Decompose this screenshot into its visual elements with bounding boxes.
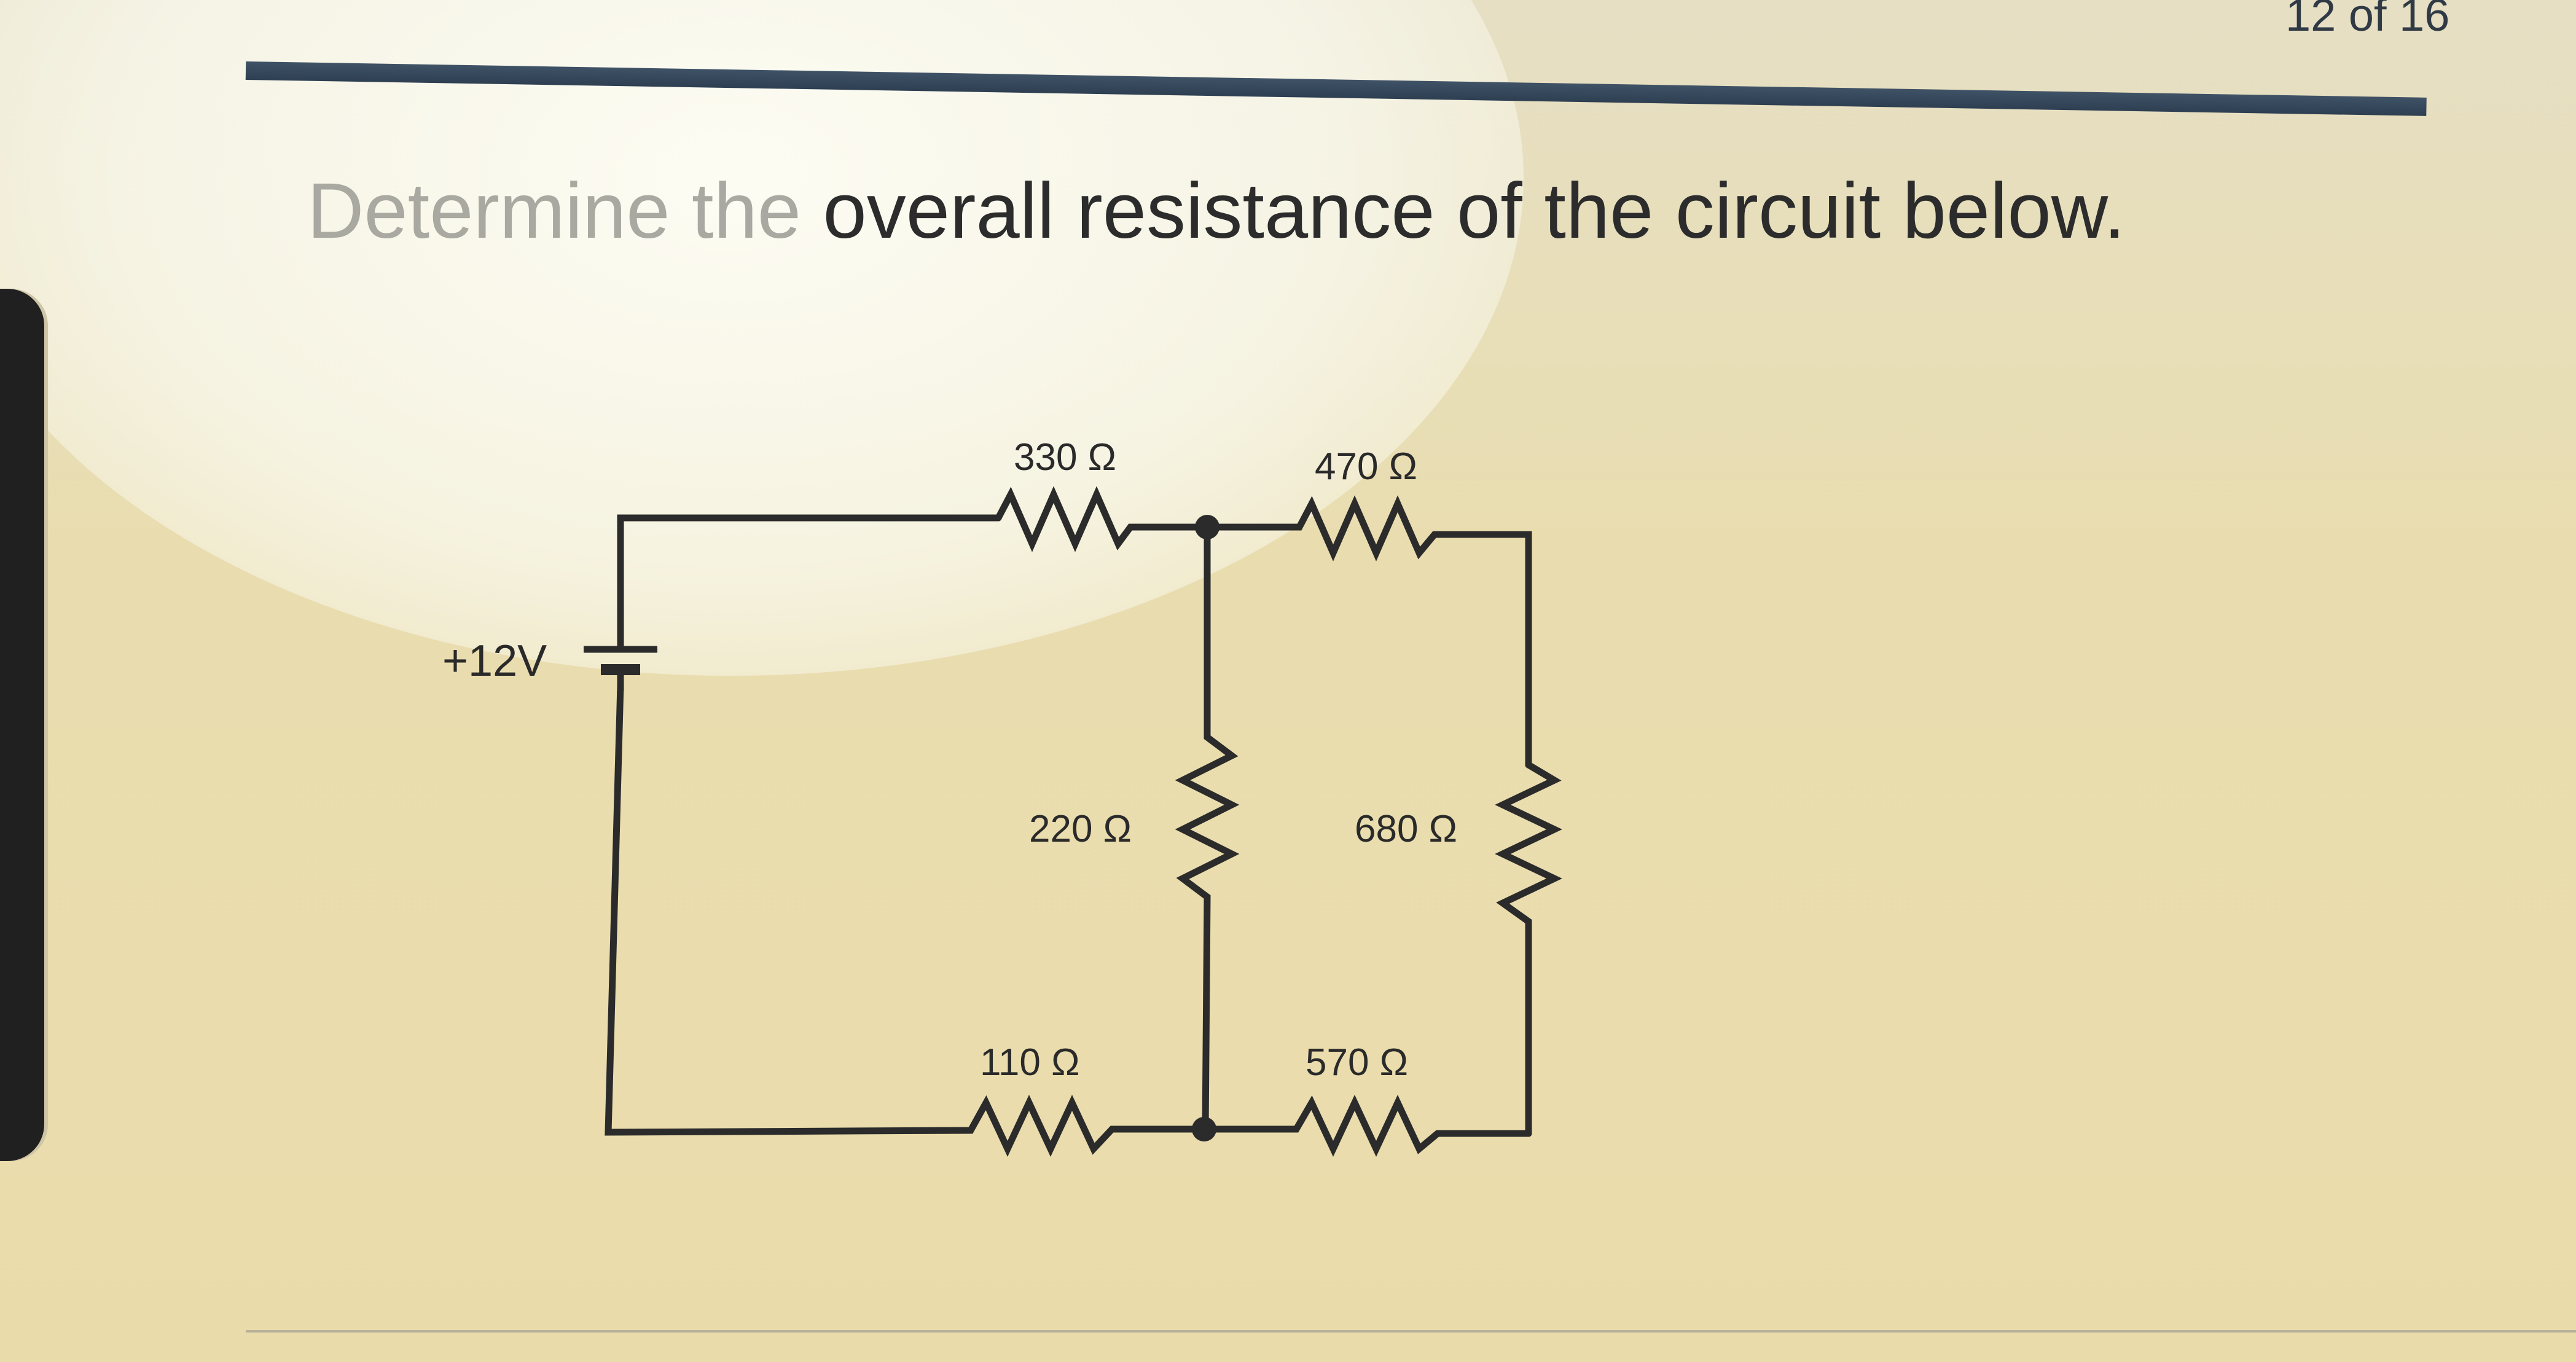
page-counter: 12 of 16 (2285, 0, 2450, 41)
label-470: 470 Ω (1315, 445, 1417, 488)
question-main-part: overall resistance of the circuit below. (801, 167, 2126, 255)
label-110: 110 Ω (980, 1041, 1079, 1084)
junction-bottom (1192, 1117, 1216, 1141)
resistor-330-symbol (995, 486, 1211, 552)
wire-top-left (617, 514, 1002, 649)
question-text: Determine the overall resistance of the … (307, 166, 2126, 256)
resistor-220-symbol (1175, 523, 1240, 1133)
label-680: 680 Ω (1355, 808, 1457, 850)
junction-top (1195, 515, 1219, 539)
resistor-680-symbol (1495, 761, 1562, 1137)
resistor-570-symbol (1197, 1094, 1532, 1157)
resistor-110-symbol (605, 681, 1205, 1157)
bottom-divider (246, 1330, 2576, 1333)
resistor-470-symbol (1204, 495, 1532, 769)
question-faded-part: Determine the (307, 167, 801, 255)
tablet-bezel (0, 289, 44, 1161)
label-570: 570 Ω (1306, 1041, 1408, 1084)
label-330: 330 Ω (1014, 436, 1116, 479)
source-label: +12V (442, 636, 547, 686)
label-220: 220 Ω (1029, 808, 1132, 850)
